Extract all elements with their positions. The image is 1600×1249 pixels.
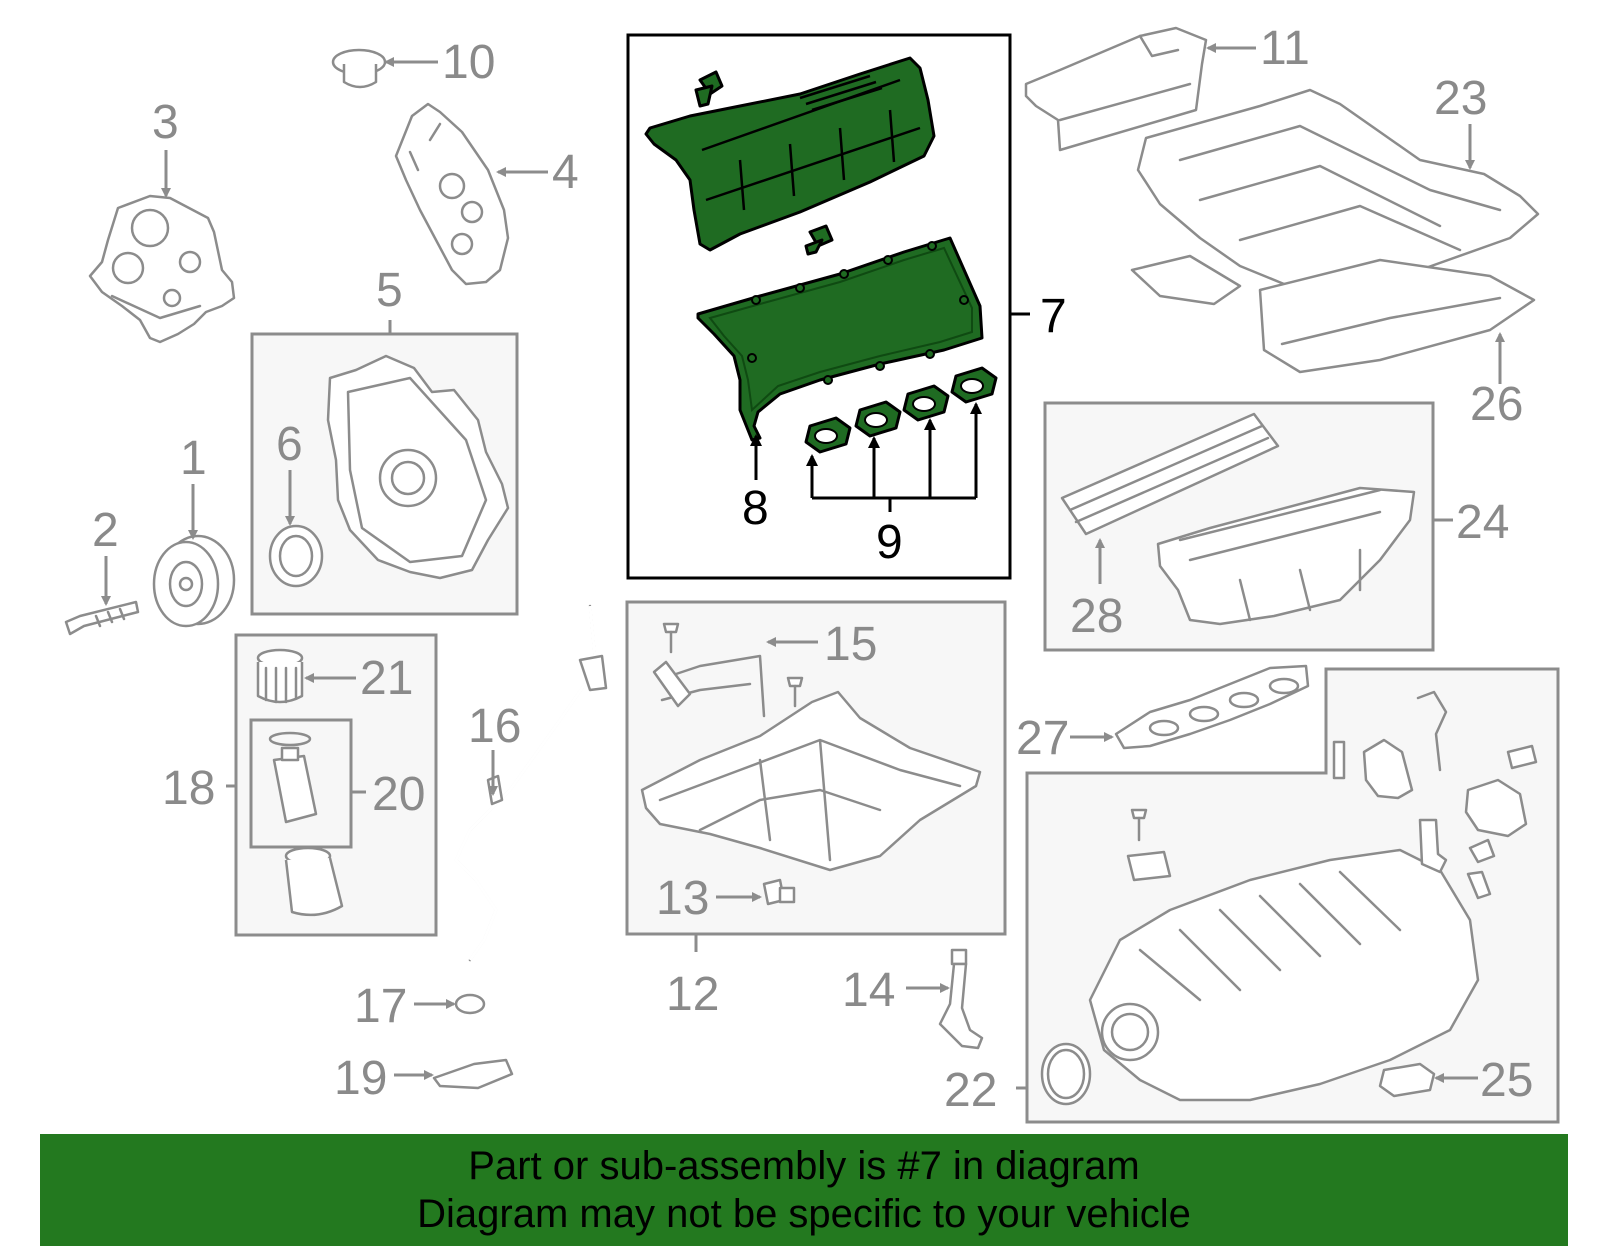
part-7-valve-cover bbox=[644, 56, 936, 252]
info-banner: Part or sub-assembly is #7 in diagram Di… bbox=[40, 1134, 1568, 1246]
callout-5: 5 bbox=[376, 264, 403, 317]
callout-15: 15 bbox=[824, 618, 877, 671]
part-27-intake-gasket bbox=[1114, 664, 1310, 750]
callout-14: 14 bbox=[842, 964, 895, 1017]
callout-1: 1 bbox=[180, 432, 207, 485]
part-1-crank-pulley bbox=[152, 534, 236, 628]
callout-28: 28 bbox=[1070, 590, 1123, 643]
part-4-timing-cover bbox=[394, 102, 510, 286]
callout-18: 18 bbox=[162, 762, 215, 815]
callout-numbers: 1 2 3 4 5 6 7 8 9 10 11 12 13 14 15 16 1… bbox=[92, 22, 1533, 1117]
callout-24: 24 bbox=[1456, 496, 1509, 549]
part-9-seals bbox=[804, 366, 998, 454]
part-10-oil-cap bbox=[331, 48, 387, 89]
callout-21: 21 bbox=[360, 652, 413, 705]
callout-22: 22 bbox=[944, 1064, 997, 1117]
part-8-gasket bbox=[696, 236, 984, 442]
callout-13: 13 bbox=[656, 872, 709, 925]
banner-line-part: Part or sub-assembly is #7 in diagram bbox=[468, 1144, 1140, 1188]
part-19-dipstick bbox=[432, 1058, 514, 1090]
callout-17: 17 bbox=[354, 980, 407, 1033]
part-17-o-ring bbox=[454, 993, 486, 1015]
part-26-gaskets bbox=[1130, 254, 1536, 374]
part-12-oil-pan bbox=[640, 690, 982, 872]
callout-11: 11 bbox=[1260, 22, 1310, 75]
callout-12: 12 bbox=[666, 968, 719, 1021]
callout-3: 3 bbox=[152, 96, 179, 149]
part-24-oil-pan bbox=[1156, 486, 1416, 626]
part-11-engine-cover bbox=[1024, 26, 1208, 152]
callout-10: 10 bbox=[442, 36, 495, 89]
leader-lines bbox=[101, 43, 1505, 1090]
callout-2: 2 bbox=[92, 504, 119, 557]
callout-8: 8 bbox=[742, 482, 769, 535]
callout-26: 26 bbox=[1470, 378, 1523, 431]
callout-23: 23 bbox=[1434, 72, 1487, 125]
part-7-bolt bbox=[804, 224, 834, 256]
part-16-dipstick-tube bbox=[454, 604, 608, 962]
part-25-gasket bbox=[1378, 1062, 1436, 1098]
part-28-baffle bbox=[1060, 412, 1280, 536]
part-2-bolt bbox=[64, 600, 140, 636]
callout-25: 25 bbox=[1480, 1054, 1533, 1107]
part-5-front-cover bbox=[326, 354, 510, 580]
part-23-intake-lower bbox=[1136, 88, 1540, 292]
callout-7: 7 bbox=[1040, 290, 1067, 343]
part-22-intake-manifold bbox=[1040, 690, 1538, 1106]
part-20-filter-element bbox=[268, 731, 318, 824]
callout-9: 9 bbox=[876, 516, 903, 569]
part-3-cover-bracket bbox=[88, 194, 236, 344]
callout-20: 20 bbox=[372, 768, 425, 821]
part-14-sensor bbox=[938, 948, 984, 1050]
part-13-sensor bbox=[762, 878, 796, 906]
part-15-tube bbox=[652, 622, 804, 718]
part-6-seal bbox=[268, 524, 324, 588]
callout-16: 16 bbox=[468, 700, 521, 753]
part-21-filter-cap bbox=[256, 648, 304, 704]
callout-4: 4 bbox=[552, 146, 579, 199]
banner-line-disclaimer: Diagram may not be specific to your vehi… bbox=[417, 1192, 1191, 1236]
callout-27: 27 bbox=[1016, 712, 1069, 765]
callout-19: 19 bbox=[334, 1052, 387, 1105]
callout-6: 6 bbox=[276, 418, 303, 471]
part-18-filter-housing bbox=[284, 846, 344, 917]
